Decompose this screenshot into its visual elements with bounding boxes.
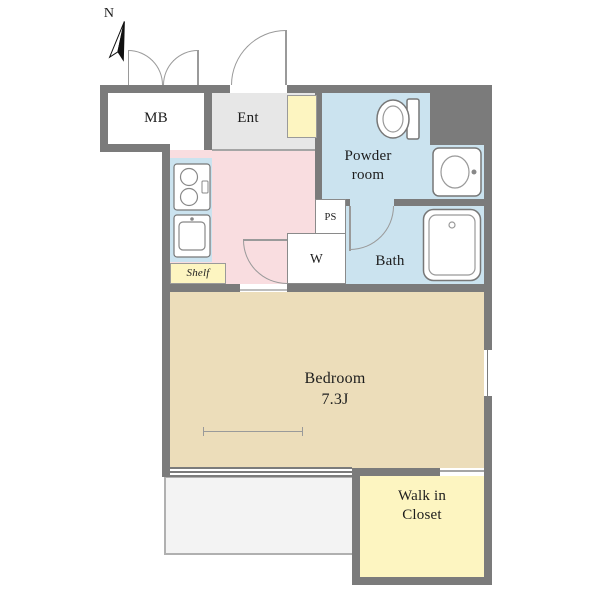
dimension-line xyxy=(203,431,303,432)
walk-in-closet-label: Walk in Closet xyxy=(397,488,447,523)
entrance-door-leaf xyxy=(285,30,287,85)
wall-right xyxy=(484,85,492,585)
mb-door-arc-right xyxy=(163,50,198,85)
w-door-leaf xyxy=(243,239,287,241)
wall-top-right xyxy=(287,85,492,93)
wall-top-left xyxy=(100,85,230,93)
shelf-cabinet xyxy=(170,263,226,284)
mb-label: MB xyxy=(144,110,168,126)
wall-wic-top xyxy=(352,468,440,476)
wall-bath-bedroom xyxy=(287,284,484,292)
balcony-window xyxy=(170,467,352,477)
mb-door-leaf-left xyxy=(127,50,129,85)
wall-mb-bottom xyxy=(100,144,170,152)
shoe-cabinet xyxy=(287,95,317,138)
walk-in-closet-floor xyxy=(360,476,484,577)
north-arrow-icon xyxy=(108,21,125,62)
bathtub-icon xyxy=(422,208,482,282)
bedroom-name: Bedroom xyxy=(304,370,366,387)
bedroom-floor xyxy=(170,292,484,468)
wall-kitchen-powder xyxy=(315,93,322,201)
entrance-door-arc xyxy=(231,30,286,85)
bedroom-size: 7.3J xyxy=(321,391,349,408)
w-label: W xyxy=(310,251,323,266)
bath-door-leaf xyxy=(349,206,351,251)
mb-door-leaf-right xyxy=(197,50,199,85)
ps-label: PS xyxy=(324,212,337,223)
wall-left-mb xyxy=(100,85,108,152)
entrance-step-line xyxy=(212,149,315,151)
vanity-sink-icon xyxy=(432,147,482,197)
dimension-tick-left xyxy=(203,427,204,436)
duct-shaft-block xyxy=(430,93,484,145)
bedroom-label: Bedroom 7.3J xyxy=(255,368,415,410)
wall-wic-bottom xyxy=(352,577,492,585)
toilet-icon xyxy=(376,98,420,140)
dimension-tick-right xyxy=(302,427,303,436)
bedroom-right-window-track xyxy=(487,350,489,396)
compass-n-label: N xyxy=(103,6,115,21)
bedroom-right-window xyxy=(484,348,492,398)
balcony-window-track xyxy=(170,471,352,473)
wall-wic-left xyxy=(352,468,360,585)
wic-opening-line xyxy=(440,470,484,472)
w-room xyxy=(287,233,346,284)
bath-label: Bath xyxy=(375,253,405,269)
wall-mb-ent xyxy=(204,93,212,150)
compass: N xyxy=(98,6,144,68)
kitchen-bedroom-opening-line xyxy=(240,289,287,291)
shelf-label: Shelf xyxy=(186,267,210,279)
stove-icon xyxy=(173,163,211,211)
mb-floor xyxy=(108,93,204,144)
kitchen-sink-icon xyxy=(173,214,211,258)
wall-kitchen-bedroom xyxy=(162,284,240,292)
wall-left-main xyxy=(162,144,170,477)
entrance-label: Ent xyxy=(237,110,259,126)
balcony xyxy=(164,476,358,555)
powder-room-label: Powder room xyxy=(344,148,392,183)
wall-powder-bottom-right xyxy=(394,199,484,206)
